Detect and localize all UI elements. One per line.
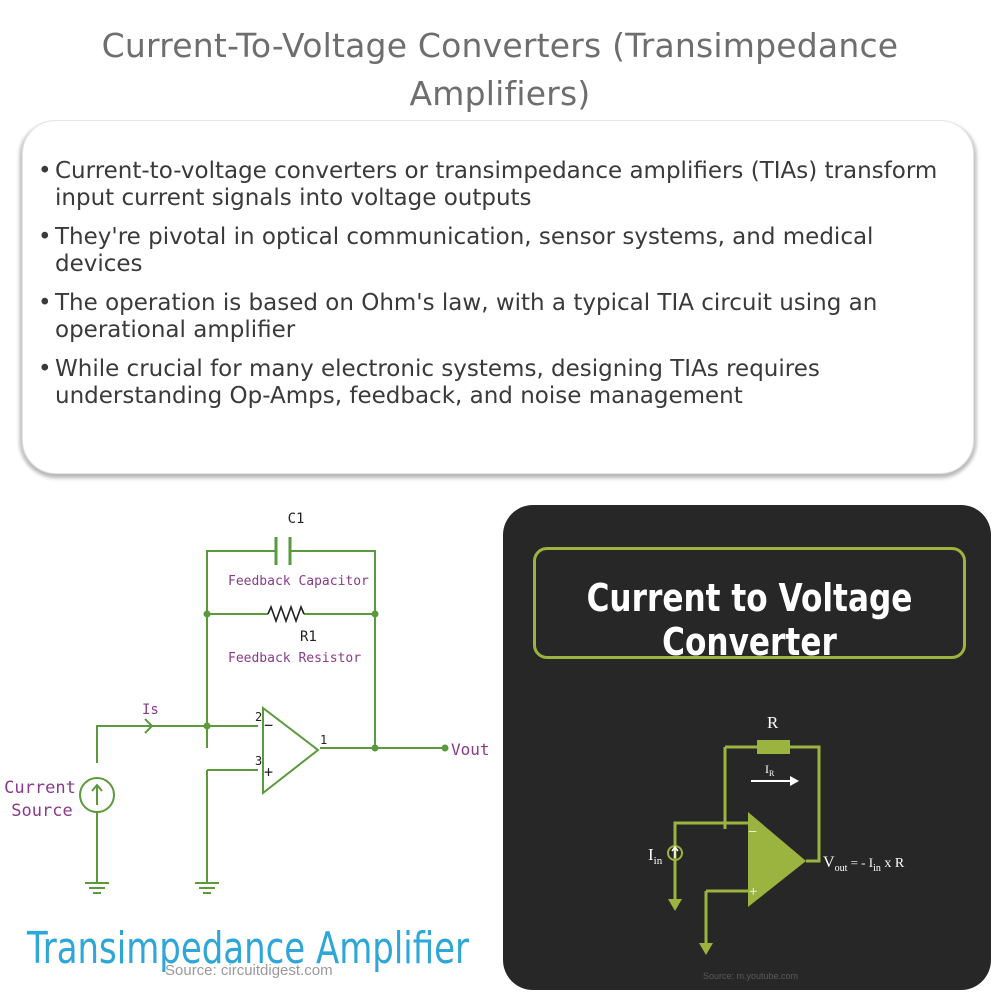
ground-symbol-2 [195, 882, 219, 894]
resistor-zigzag [267, 604, 305, 624]
ground-arrow-1 [699, 943, 713, 955]
page-title: Current-To-Voltage Converters (Transimpe… [101, 26, 899, 113]
current-source-label-line2: Source [11, 801, 72, 821]
current-arrow [144, 718, 154, 734]
bullet-dot: • [38, 158, 52, 184]
junction-dot [371, 610, 379, 618]
junction-dot [203, 722, 211, 730]
list-item: •Current-to-voltage converters or transi… [38, 158, 958, 212]
c1-label: C1 [288, 511, 305, 527]
panel-title: Current to Voltage Converter [586, 576, 913, 664]
panel-title-box: Current to Voltage Converter [533, 547, 966, 664]
is-label: Is [142, 702, 159, 718]
bullet-dot: • [38, 290, 52, 316]
up-arrow-icon [91, 783, 103, 805]
source-credit-left: Source: circuitdigest.com [165, 962, 333, 979]
noninverting-sign: + [749, 884, 757, 900]
feedback-resistor-label: Feedback Resistor [228, 651, 361, 666]
opamp-triangle [748, 812, 806, 907]
ir-arrow-head [790, 776, 799, 786]
inverting-sign: − [748, 824, 757, 841]
capacitor-wire [206, 550, 376, 748]
converter-circuit-diagram: R IR Iin − + Vout = - Iin x R [648, 713, 905, 955]
junction-dot [371, 744, 379, 752]
resistor-body [757, 740, 790, 754]
bullet-dot: • [38, 224, 52, 250]
bullet-text: While crucial for many electronic system… [55, 356, 820, 409]
ground-symbol-1 [85, 882, 109, 894]
noninverting-sign: + [264, 763, 273, 781]
bullet-text: They're pivotal in optical communication… [55, 224, 874, 277]
vout-formula: Vout = - Iin x R [823, 854, 905, 874]
pin1-label: 1 [320, 733, 327, 747]
summary-card [22, 120, 974, 474]
bullet-list: •Current-to-voltage converters or transi… [38, 158, 958, 422]
feedback-capacitor-label: Feedback Capacitor [228, 574, 369, 589]
noninverting-wire [704, 889, 748, 948]
input-wire [96, 725, 258, 763]
noninverting-wire [206, 769, 258, 883]
vout-label: Vout [451, 740, 490, 759]
current-source-label-line1: Current [4, 778, 76, 798]
inverting-sign: − [264, 716, 273, 734]
r-label: R [767, 713, 779, 732]
output-terminal-dot [441, 744, 449, 752]
list-item: •The operation is based on Ohm's law, wi… [38, 290, 958, 344]
diagram-caption: Transimpedance Amplifier [26, 923, 469, 974]
input-wire [673, 821, 748, 883]
junction-dot [203, 610, 211, 618]
ground-arrow-2 [668, 899, 682, 911]
iin-label: Iin [648, 845, 663, 867]
converter-panel: Current to Voltage Converter R IR Iin − … [503, 505, 991, 990]
opamp-triangle [262, 705, 320, 796]
r1-label: R1 [300, 629, 317, 645]
bullet-dot: • [38, 356, 52, 382]
up-arrow-icon [671, 845, 679, 858]
pin2-label: 2 [255, 710, 262, 724]
ir-label: IR [765, 762, 775, 778]
list-item: •They're pivotal in optical communicatio… [38, 224, 958, 278]
source-credit-right: Source: m.youtube.com [703, 971, 799, 981]
transimpedance-circuit-diagram: C1 Feedback Capacitor R1 Feedback Resist… [4, 511, 490, 979]
list-item: •While crucial for many electronic syste… [38, 356, 958, 410]
bullet-text: Current-to-voltage converters or transim… [55, 158, 938, 211]
bullet-text: The operation is based on Ohm's law, wit… [55, 290, 878, 343]
pin3-label: 3 [255, 754, 262, 768]
